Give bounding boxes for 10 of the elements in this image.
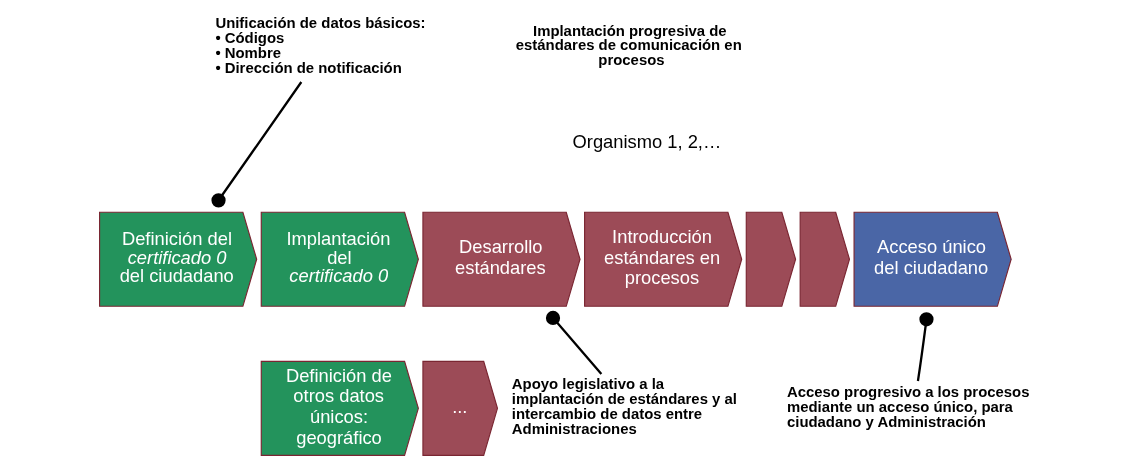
connector <box>211 81 303 208</box>
label: Implantación progresiva de estándares de comunicación en procesos <box>515 22 742 69</box>
node-text: Unificación de datos básicos: • Códigos • Nombre • Dirección de notificación <box>215 15 426 76</box>
connector <box>545 310 603 375</box>
node-text: Acceso progresivo a los procesos mediante un acceso único, para ciudadano y Administración <box>786 383 1030 430</box>
node-chevron <box>745 211 797 307</box>
label: Organismo 1, 2,… <box>572 130 722 152</box>
node-text: Apoyo legislativo a la implantación de estándares y al intercambio de datos entre Administraciones <box>511 376 737 438</box>
connector <box>916 312 934 382</box>
node-chevron <box>799 211 851 307</box>
